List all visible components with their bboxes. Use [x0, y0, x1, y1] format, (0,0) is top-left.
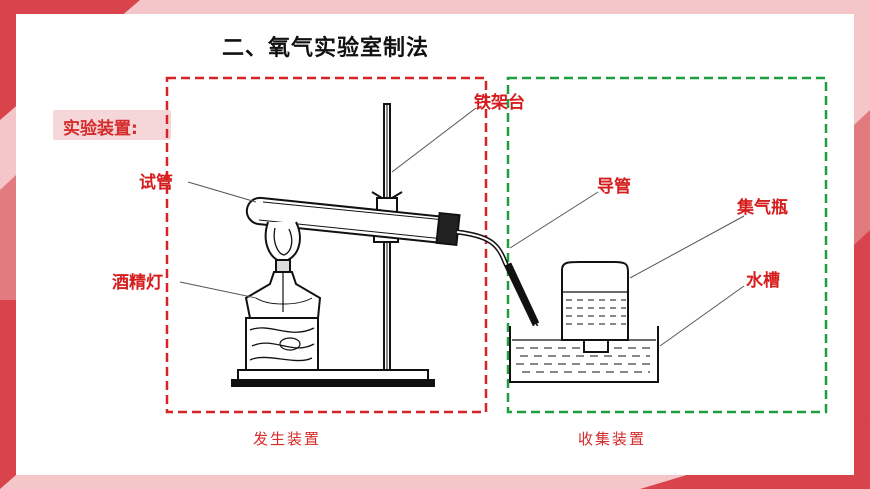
section-tag: 实验装置: [53, 110, 171, 140]
leader-lines [179, 107, 745, 347]
generation-region-box [165, 76, 488, 414]
section-tag-label: 实验装置: [63, 119, 138, 139]
slide-canvas [16, 14, 854, 475]
label-water-trough: 水槽 [746, 271, 780, 291]
label-gas-jar: 集气瓶 [737, 198, 788, 218]
gas-jar [561, 261, 629, 353]
label-alcohol-lamp: 酒精灯 [112, 273, 163, 293]
page-title: 二、氧气实验室制法 [222, 36, 430, 61]
caption-collection: 收集装置 [578, 430, 647, 448]
test-tube [245, 196, 461, 247]
label-iron-stand: 铁架台 [474, 93, 525, 113]
collection-region-box [506, 76, 828, 414]
caption-generation: 发生装置 [253, 430, 322, 448]
wood-block [245, 317, 319, 371]
label-delivery-tube: 导管 [597, 177, 631, 197]
label-test-tube: 试管 [139, 173, 173, 193]
alcohol-lamp [244, 221, 322, 319]
